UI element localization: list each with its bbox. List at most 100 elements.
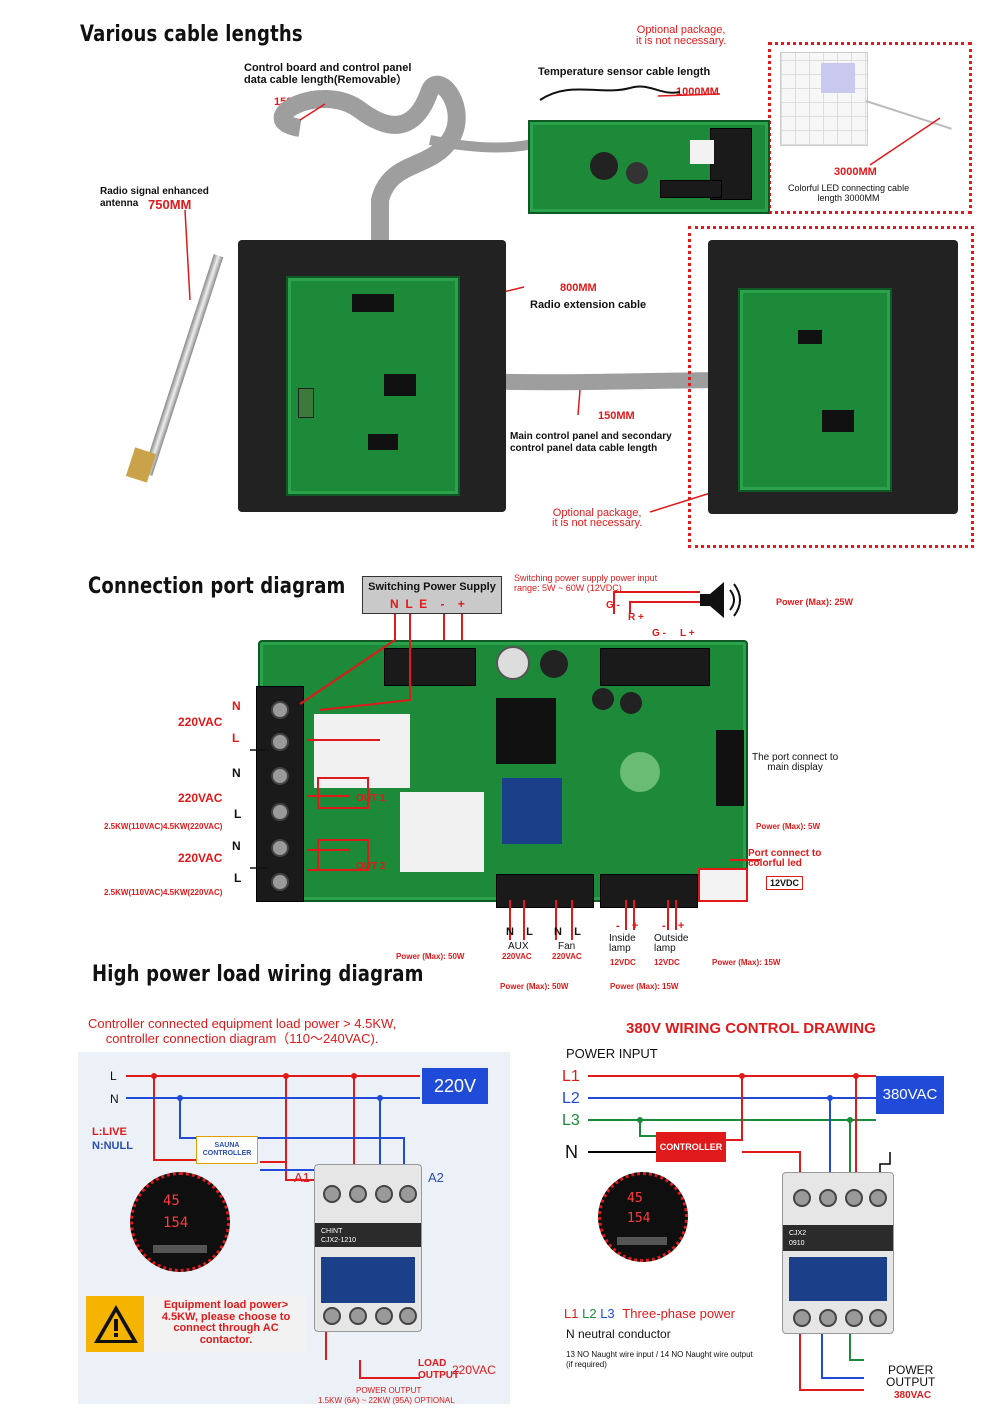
aux-fan-terminal-block: [496, 874, 594, 908]
led-strip-image: [780, 52, 868, 146]
a1-label: A1: [294, 1170, 310, 1185]
neutral-label: N neutral conductor: [566, 1327, 671, 1341]
board-wiring-overlay: [250, 591, 760, 940]
right-contactor: CJX2 0910: [782, 1172, 894, 1334]
power-range-label: 1.5KW (6A) ~ 22KW (95A) OPTIONAL: [318, 1396, 455, 1405]
out1-label: OUT 1: [356, 793, 386, 804]
speaker-power: Power (Max): 25W: [776, 597, 854, 607]
naught-label: 13 NO Naught wire input / 14 NO Naught w…: [566, 1350, 753, 1369]
left-l3: L: [234, 871, 242, 885]
relay-board-thumbnail: [528, 120, 770, 214]
load-terminal-block: [256, 686, 304, 902]
right-controller-display: 45 154: [598, 1172, 688, 1262]
left-contactor: CHINT CJX2-1210: [314, 1164, 422, 1332]
port-display-label: The port connect to main display: [752, 752, 839, 773]
inside-pm: - +: [616, 920, 639, 932]
section1-title: Various cable lengths: [80, 22, 303, 47]
psu-terminals: N L E - +: [390, 597, 465, 611]
voltage-220v: 220V: [433, 1076, 477, 1096]
left-diagram-title: Controller connected equipment load powe…: [88, 1016, 397, 1046]
main-sec-label: Main control panel and secondary control…: [510, 431, 672, 454]
led-port-label: Port connect to colorful led: [748, 848, 822, 869]
antenna-length: 750MM: [148, 197, 192, 212]
main-sec-length: 150MM: [598, 410, 635, 422]
right-380vac-out: 380VAC: [894, 1390, 932, 1401]
main-control-board: [286, 276, 460, 496]
left-n3: N: [232, 839, 241, 853]
n-label: N: [565, 1142, 578, 1162]
lamp-terminal-block: [600, 874, 698, 908]
right-display-bottom: 154: [627, 1211, 651, 1226]
optional-note-top: Optional package, it is not necessary.: [636, 24, 727, 47]
main-control-panel-frame: [238, 240, 506, 512]
left-contactor-model: CJX2-1210: [321, 1237, 357, 1244]
speaker-terminal-block: [600, 648, 710, 686]
left-220vac-b: 220VAC: [178, 791, 223, 805]
speaker-g2: G -: [652, 628, 666, 639]
led-power: Power (Max): 5W: [756, 822, 821, 831]
secondary-board: [738, 288, 892, 492]
left-l1: L: [232, 731, 240, 745]
section2-title: Connection port diagram: [88, 574, 346, 599]
voltage-380-box: 380VAC: [876, 1076, 944, 1114]
fan-voltage: 220VAC: [552, 952, 582, 961]
psu-terminal-block: [384, 648, 476, 686]
voltage-220v-box: 220V: [422, 1068, 488, 1104]
legend-live: L:LIVE: [92, 1126, 127, 1138]
controller-label: CONTROLLER: [659, 1142, 723, 1152]
right-display-top: 45: [627, 1191, 643, 1206]
inside-power: Power (Max): 15W: [610, 982, 679, 991]
inside-label: Inside lamp: [609, 933, 636, 954]
load2-label: 2.5KW(110VAC)4.5KW(220VAC): [104, 888, 223, 897]
left-220vac-a: 220VAC: [178, 715, 223, 729]
right-diagram-title: 380V WIRING CONTROL DRAWING: [626, 1020, 876, 1037]
power-output-label: POWER OUTPUT: [356, 1386, 422, 1395]
warning-text: Equipment load power> 4.5KW, please choo…: [161, 1299, 291, 1346]
inside-voltage: 12VDC: [610, 958, 636, 967]
power-output-right: POWER OUTPUT: [886, 1363, 936, 1389]
radio-ext-label: Radio extension cable: [530, 299, 647, 311]
sauna-controller-label: SAUNA CONTROLLER: [202, 1142, 252, 1157]
three-phase-label: Three-phase power: [622, 1306, 736, 1321]
left-n1: N: [232, 699, 241, 713]
right-contactor-model: CJX2 0910: [789, 1230, 807, 1247]
temp-sensor-label: Temperature sensor cable length: [538, 66, 711, 78]
outside-voltage: 12VDC: [654, 958, 680, 967]
left-display-top: 45: [163, 1193, 180, 1209]
speaker-icon: [698, 578, 741, 618]
sauna-controller-box: SAUNA CONTROLLER: [196, 1136, 258, 1164]
aux-label: AUX: [508, 941, 529, 952]
ctrl-cable-label: Control board and control panel data cab…: [244, 62, 412, 86]
outside-label: Outside lamp: [654, 933, 689, 954]
left-n2: N: [232, 766, 241, 780]
outside-pm: - +: [662, 920, 685, 932]
out2-label: OUT 2: [356, 861, 386, 872]
load-output-label: LOAD OUTPUT: [418, 1358, 460, 1381]
section3-title: High power load wiring diagram: [92, 962, 424, 987]
right-wiring-svg: [588, 1073, 891, 1391]
led-length: 3000MM: [834, 166, 877, 178]
fan-label: Fan: [558, 941, 576, 952]
l3-label: L3: [562, 1112, 580, 1129]
left-220vac-out: 220VAC: [452, 1363, 496, 1377]
radio-ext-length: 800MM: [560, 282, 597, 294]
load1-label: 2.5KW(110VAC)4.5KW(220VAC): [104, 822, 223, 831]
voltage-380: 380VAC: [882, 1086, 938, 1103]
left-n-label: N: [110, 1092, 119, 1106]
fan-nl: N L: [554, 926, 581, 938]
l1-label: L1: [562, 1068, 580, 1085]
legend-null: N:NULL: [92, 1140, 133, 1152]
led-cable-label: Colorful LED connecting cable length 300…: [788, 183, 910, 203]
warning-banner: Equipment load power> 4.5KW, please choo…: [86, 1296, 306, 1352]
left-controller-display: 45 154: [130, 1172, 230, 1272]
left-220vac-c: 220VAC: [178, 851, 223, 865]
outside-power: Power (Max): 15W: [712, 958, 781, 967]
led-12vdc-label: 12VDC: [766, 876, 804, 890]
left-contactor-brand: CHINT: [321, 1228, 343, 1235]
secondary-panel-frame: [708, 240, 958, 514]
three-phase-legend: L1 L2 L3 Three-phase power: [564, 1306, 735, 1321]
optional-note-bottom: Optional package, it is not necessary.: [552, 507, 643, 529]
secondary-panel-optional-box: [688, 226, 974, 548]
speaker-l: L +: [680, 628, 695, 639]
legend-l2: L2: [582, 1306, 597, 1321]
